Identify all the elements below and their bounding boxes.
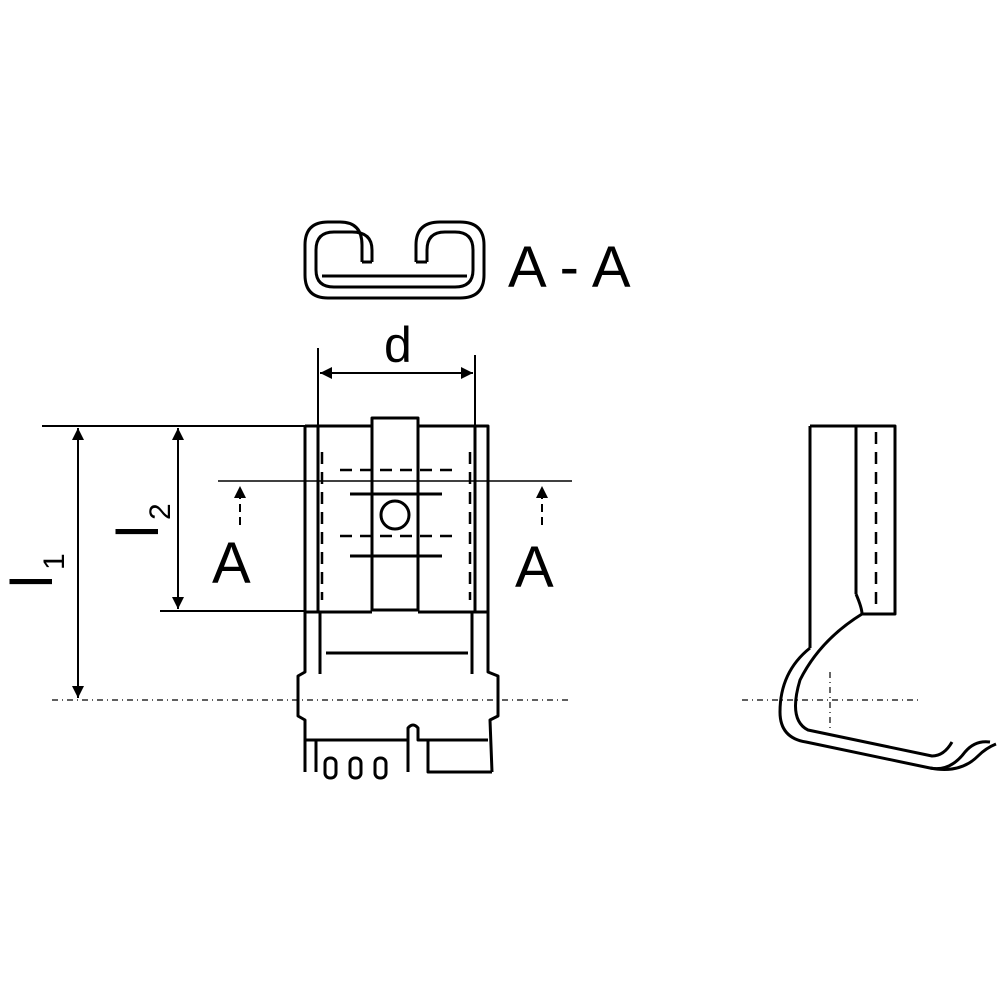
dimension-l2-lines (160, 428, 305, 612)
dimension-d-lines (317, 348, 476, 428)
side-view-body (778, 424, 997, 771)
cut-label-right: A (515, 535, 554, 600)
dimension-l1-label: l 1 (0, 553, 71, 588)
dimension-d-label: d (384, 317, 412, 373)
svg-text:2: 2 (144, 503, 177, 520)
svg-text:l: l (0, 575, 65, 588)
svg-text:l: l (106, 525, 171, 538)
front-view-body (296, 416, 500, 774)
dimension-l2-label: l 2 (106, 503, 177, 538)
crimp-bumps (323, 756, 388, 780)
front-view-detent (350, 492, 442, 558)
cut-label-left: A (212, 531, 251, 596)
svg-text:1: 1 (38, 553, 71, 570)
section-label: A - A (508, 235, 631, 300)
dimension-l1-lines (42, 425, 305, 698)
section-a-a-profile (303, 220, 486, 300)
front-view-hidden-lines (320, 452, 472, 600)
reference-lines (52, 672, 922, 728)
